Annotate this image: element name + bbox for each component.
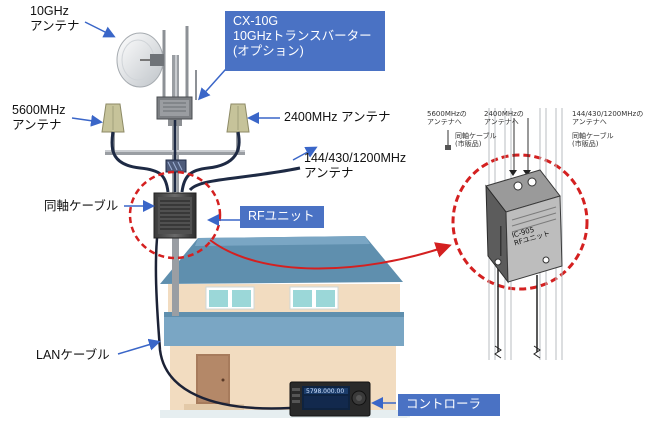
label-5600-antenna: 5600MHz アンテナ bbox=[12, 103, 66, 133]
detail-vuhf-line2: アンテナへ bbox=[572, 118, 607, 126]
label-10ghz-antenna: 10GHz アンテナ bbox=[30, 4, 80, 34]
detail-coax-right-line1: 同軸ケーブル bbox=[572, 132, 614, 140]
detail-label-coax-left: 同軸ケーブル (市販品) bbox=[455, 132, 497, 148]
transverter-line2: 10GHzトランスバーター bbox=[233, 29, 372, 43]
label-vuhf-line1: 144/430/1200MHz bbox=[304, 151, 407, 165]
cable-binder-pattern bbox=[167, 161, 183, 171]
label-2400-antenna: 2400MHz アンテナ bbox=[284, 110, 391, 124]
panel-antenna-2400-icon bbox=[226, 103, 250, 133]
label-coax-cable: 同軸ケーブル bbox=[44, 199, 119, 213]
controller-frequency: 5798.000.00 bbox=[306, 388, 345, 395]
zoom-arrow bbox=[209, 239, 452, 270]
label-10ghz-line2: アンテナ bbox=[30, 19, 80, 33]
detail-label-vuhf: 144/430/1200MHzの アンテナへ bbox=[572, 110, 643, 126]
highlight-circle-right bbox=[451, 153, 589, 291]
transverter-box: CX-10G 10GHzトランスバーター (オプション) bbox=[225, 11, 385, 71]
detail-5600-line2: アンテナへ bbox=[427, 118, 462, 126]
panel-antenna-5600-icon bbox=[101, 103, 125, 133]
rf-unit-icon bbox=[153, 192, 197, 239]
coax-cables bbox=[110, 120, 301, 410]
label-vuhf-antenna: 144/430/1200MHz アンテナ bbox=[304, 151, 406, 181]
transceiver-icon bbox=[289, 381, 371, 417]
controller-box: コントローラー bbox=[398, 394, 500, 425]
transverter-line1: CX-10G bbox=[233, 14, 279, 28]
whip-antenna-icon bbox=[162, 26, 197, 100]
transverter-icon bbox=[156, 96, 193, 120]
house-icon bbox=[160, 236, 410, 418]
detail-coax-right-line2: (市販品) bbox=[572, 140, 599, 148]
detail-label-2400: 2400MHzの アンテナへ bbox=[484, 110, 524, 126]
label-5600-line2: アンテナ bbox=[12, 118, 62, 132]
label-lan-cable: LANケーブル bbox=[36, 348, 110, 362]
detail-2400-line2: アンテナへ bbox=[484, 118, 519, 126]
detail-label-5600: 5600MHzの アンテナへ bbox=[427, 110, 467, 126]
label-10ghz-line1: 10GHz bbox=[30, 4, 69, 18]
detail-2400-line1: 2400MHzの bbox=[484, 110, 524, 118]
detail-5600-line1: 5600MHzの bbox=[427, 110, 467, 118]
detail-label-coax-right: 同軸ケーブル (市販品) bbox=[572, 132, 614, 148]
label-vuhf-line2: アンテナ bbox=[304, 166, 354, 180]
detail-coax-left-line2: (市販品) bbox=[455, 140, 482, 148]
cable-binder bbox=[165, 159, 187, 173]
dish-antenna-icon bbox=[116, 32, 164, 88]
detail-vuhf-line1: 144/430/1200MHzの bbox=[572, 110, 644, 118]
rf-unit-detail-icon bbox=[485, 169, 563, 284]
highlight-circle-left bbox=[128, 170, 222, 260]
detail-coax-left-line1: 同軸ケーブル bbox=[455, 132, 497, 140]
rf-unit-box: RFユニット bbox=[240, 206, 324, 228]
label-5600-line1: 5600MHz bbox=[12, 103, 66, 117]
transverter-line3: (オプション) bbox=[233, 44, 304, 58]
